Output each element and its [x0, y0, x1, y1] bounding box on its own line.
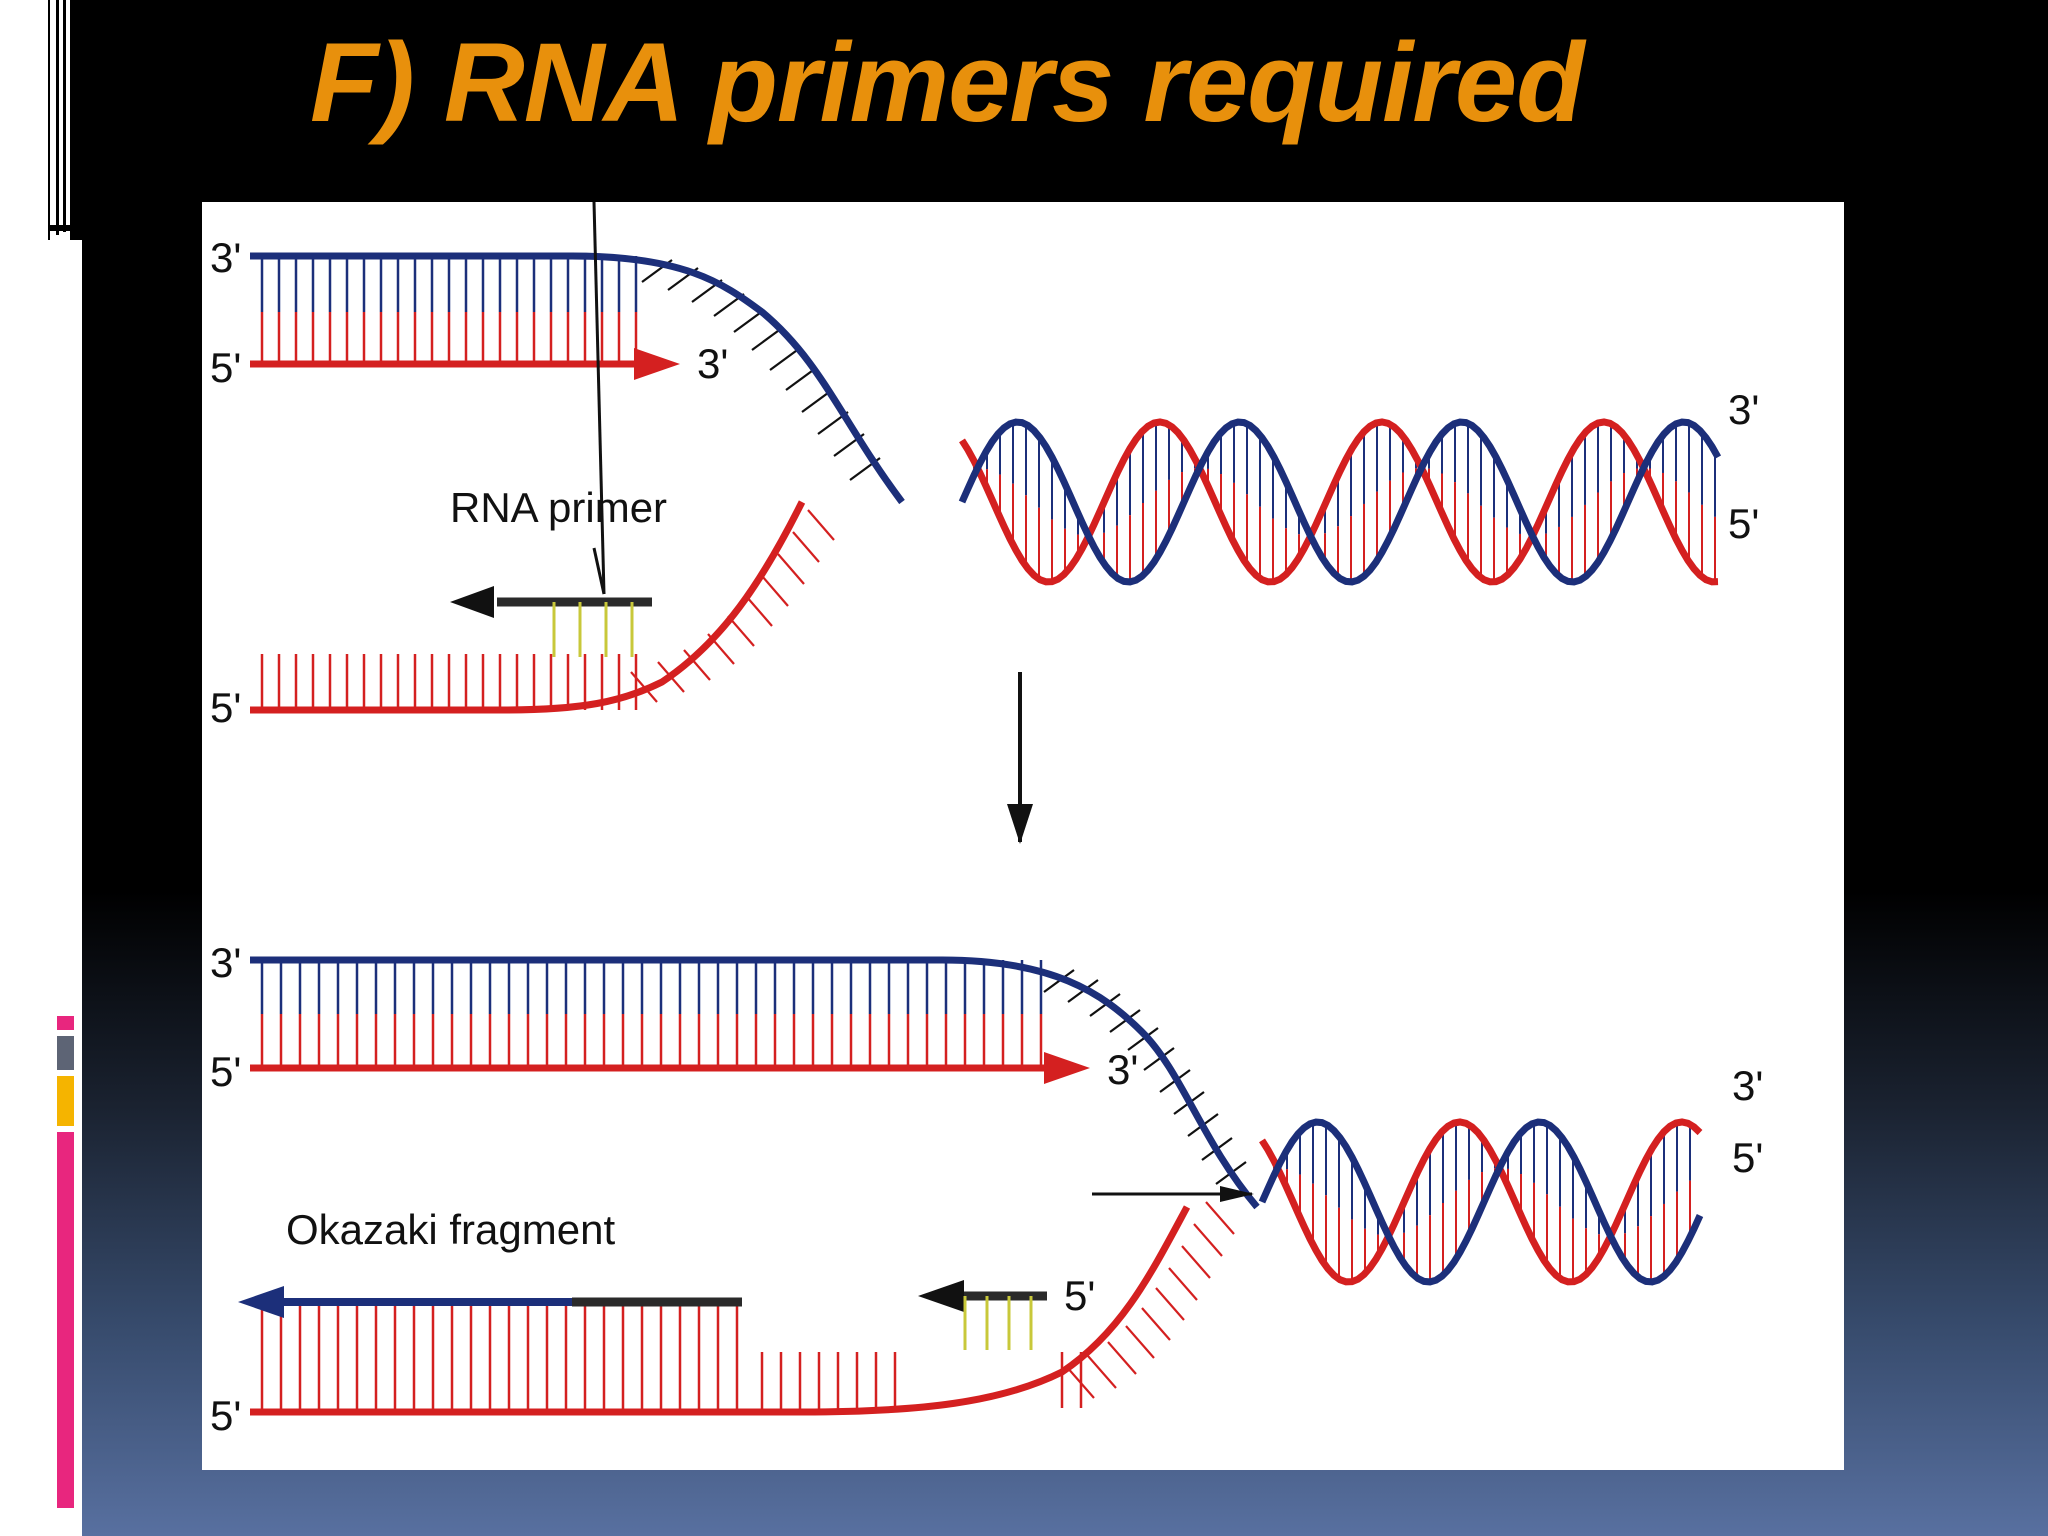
base-pair-rung [1065, 1365, 1095, 1399]
parental-strand-lower [250, 500, 806, 714]
leading-strand-arrowhead [634, 348, 680, 380]
base-pair-rung [1109, 1009, 1141, 1033]
dna-replication-figure: 3' 5' 3' 5' 3' 5' RNA primer [202, 202, 1844, 1470]
base-pair-rung [1127, 1027, 1159, 1051]
base-pair-rung [761, 575, 789, 607]
slide-title: F) RNA primers required [310, 20, 1585, 145]
rna-primer-pointer [592, 547, 606, 595]
rna-primer-pointer [592, 202, 606, 595]
base-pair-rung [1181, 1245, 1211, 1279]
base-pair-rung [751, 327, 783, 351]
unwound-bases-upper [641, 259, 881, 481]
top-label-5prime-right: 5' [1728, 500, 1759, 547]
base-pair-rung [683, 649, 711, 681]
base-pair-rung [792, 531, 820, 563]
parental-strand-upper [250, 252, 905, 505]
helix-strand-red [1259, 1118, 1703, 1286]
base-pair-rung [1205, 1201, 1235, 1235]
bottom-label-3prime-leading-end: 3' [1107, 1046, 1138, 1093]
upper-base-pairs [260, 256, 638, 364]
lower-base-pairs [260, 654, 638, 710]
helix-strand-blue [1258, 1118, 1704, 1286]
base-pair-rung [1193, 1223, 1223, 1257]
unwound-bases-lower [1065, 1201, 1235, 1399]
parental-strand-upper [250, 956, 1260, 1210]
bottom-label-5prime-new-primer: 5' [1064, 1272, 1095, 1319]
okazaki-fragment-label: Okazaki fragment [286, 1206, 615, 1253]
bottom-label-5prime-middle-left: 5' [210, 1048, 241, 1095]
rna-primer-label: RNA primer [450, 484, 667, 531]
base-pair-rung [1087, 1355, 1117, 1389]
top-label-3prime-upper-left: 3' [210, 234, 241, 281]
bottom-label-5prime-right: 5' [1732, 1134, 1763, 1181]
unwound-bases-lower [630, 509, 835, 703]
lower-base-pairs [260, 1302, 1083, 1412]
bottom-label-3prime-upper-left: 3' [210, 939, 241, 986]
bottom-replication-fork: 3' 5' 3' 5' 5' 3' 5' Okazaki fragment [210, 939, 1763, 1439]
base-pair-rung [745, 595, 773, 627]
base-pair-rung [1143, 1047, 1175, 1071]
top-label-3prime-right: 3' [1728, 386, 1759, 433]
okazaki-fragment [238, 1286, 742, 1318]
base-pair-rung [807, 509, 835, 541]
base-pair-rung [785, 367, 817, 391]
base-pair-rung [1125, 1325, 1155, 1359]
upper-base-pairs [260, 960, 1043, 1068]
top-replication-fork: 3' 5' 3' 5' 3' 5' RNA primer [210, 202, 1759, 731]
base-pair-rung [777, 553, 805, 585]
leading-strand-arrowhead [1044, 1052, 1090, 1084]
rna-primer [450, 586, 652, 657]
base-pair-rung [769, 347, 801, 371]
bottom-label-5prime-lower-left: 5' [210, 1392, 241, 1439]
bottom-label-3prime-right: 3' [1732, 1062, 1763, 1109]
replication-fork-diagram: 3' 5' 3' 5' 3' 5' RNA primer [210, 202, 1763, 1439]
parental-strand-lower [250, 1205, 1191, 1416]
top-label-3prime-leading-end: 3' [697, 340, 728, 387]
new-rna-primer [918, 1280, 1047, 1350]
base-pair-rung [1107, 1341, 1137, 1375]
base-pair-rung [1155, 1287, 1185, 1321]
base-pair-rung [1141, 1307, 1171, 1341]
double-helix [1258, 1118, 1704, 1286]
base-pair-rung [1168, 1267, 1198, 1301]
unwinding-arrowhead [1220, 1186, 1254, 1202]
top-label-5prime-middle-left: 5' [210, 344, 241, 391]
double-helix [958, 418, 1722, 586]
top-label-5prime-lower-left: 5' [210, 684, 241, 731]
helix-strand-blue [958, 418, 1722, 586]
